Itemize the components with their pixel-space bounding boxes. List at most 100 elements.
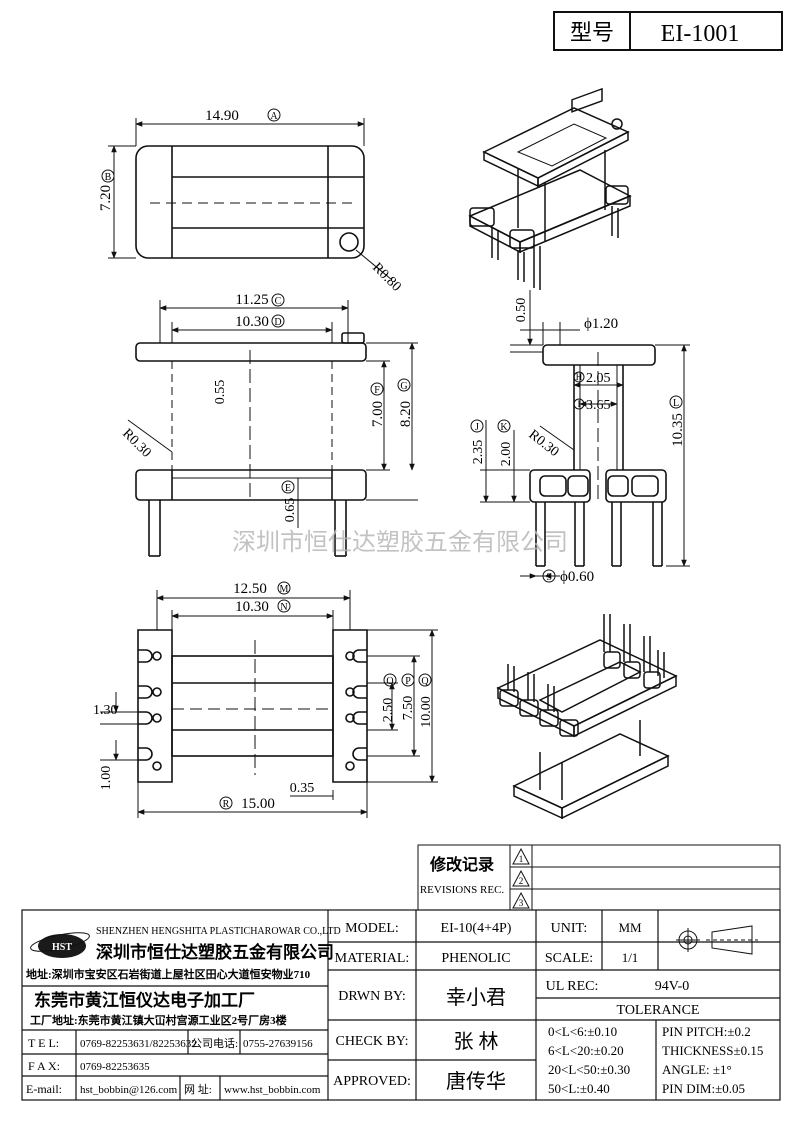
bottom-dq-ref: Q [418,673,432,687]
company-name-en: SHENZHEN HENGSHITA PLASTICHAROWAR CO.,LT… [96,926,341,937]
bottom-inner-ref: N [277,599,291,613]
side-pindia-dim: ϕ0.60 [560,569,594,585]
factory-address: 工厂地址:东莞市黄江镇大冚村宫源工业区2号厂房3楼 [30,1013,287,1027]
bottom-dp-ref: P [401,673,415,687]
bottom-pinoffset-dim: 1.00 [99,766,114,791]
phone-value: 0755-27639156 [243,1038,313,1050]
bottom-total-dim: 15.00 [241,796,275,812]
tel-value: 0769-82253631/82253632 [80,1038,197,1050]
email-value: hst_bobbin@126.com [80,1084,178,1096]
tolerance-row-4: 50<L:±0.40 [548,1081,610,1096]
revision-row-2: 2 [519,876,524,886]
tel-label: T E L: [28,1036,59,1050]
header-model-value: EI-1001 [661,21,740,47]
scale-label: SCALE: [545,951,593,966]
side-hb-dim: 2.00 [499,442,514,467]
front-htotal-dim: 8.20 [398,401,414,427]
material-value: PHENOLIC [441,951,510,966]
svg-text:E: E [285,483,291,494]
unit-label: UNIT: [551,921,588,936]
fax-value: 0769-82253635 [80,1061,150,1073]
top-width-ref: A [267,108,281,122]
front-flange-ref: E [281,480,295,494]
pin-tolerance-3: ANGLE: ±1° [662,1062,732,1077]
bottom-do-dim: 2.50 [381,698,396,723]
company-address: 地址:深圳市宝安区石岩街道上屋社区田心大道恒安物业710 [26,967,311,981]
tolerance-row-2: 6<L<20:±0.20 [548,1043,624,1058]
tolerance-row-3: 20<L<50:±0.30 [548,1062,630,1077]
front-view [127,300,418,557]
top-width-dim: 14.90 [205,108,239,124]
bottom-inner-dim: 10.30 [235,599,269,615]
side-hb-ref: K [497,419,511,433]
svg-text:S: S [546,572,552,583]
side-cored-dim: 3.65 [586,398,611,413]
ul-value: 94V-0 [655,979,690,994]
svg-text:B: B [105,172,112,183]
front-radius-dim: R0.30 [119,426,154,461]
front-flange-dim: 0.65 [283,498,298,523]
revisions-title-cn: 修改记录 [429,855,494,874]
bottom-dp-dim: 7.50 [401,696,416,721]
revision-row-3: 3 [519,898,524,908]
factory-name: 东莞市黄江恒仪达电子加工厂 [34,990,255,1010]
svg-text:K: K [500,422,508,433]
fax-label: F A X: [28,1059,60,1073]
bottom-outer-dim: 12.50 [233,581,267,597]
side-topflange-dim: 0.50 [514,298,529,323]
approved-label: APPROVED: [333,1074,411,1089]
front-inner-dim: 10.30 [235,314,269,330]
svg-text:R: R [223,799,230,810]
model-header: 型号 EI-1001 [553,11,783,51]
bottom-do-ref: O [383,673,397,687]
svg-text:M: M [280,584,289,595]
material-label: MATERIAL: [335,951,410,966]
projection-symbol-icon [676,925,758,955]
tolerance-title: TOLERANCE [617,1003,700,1018]
svg-text:G: G [400,381,407,392]
top-height-ref: B [101,169,115,183]
bottom-dq-dim: 10.00 [419,696,434,728]
front-inner-ref: D [271,314,285,328]
svg-text:HST: HST [52,942,72,953]
front-htotal-ref: G [397,378,411,392]
side-height-dim: 10.35 [670,413,686,447]
svg-text:L: L [673,398,679,409]
side-ha-ref: J [470,419,484,433]
svg-text:C: C [275,296,282,307]
model-label: MODEL: [345,921,399,936]
svg-text:F: F [374,385,380,396]
svg-text:A: A [270,111,278,122]
svg-text:D: D [274,317,281,328]
email-label: E-mail: [26,1082,62,1096]
front-outer-dim: 11.25 [235,292,268,308]
top-view [108,118,393,281]
pin-tolerance-1: PIN PITCH:±0.2 [662,1024,751,1039]
svg-text:P: P [405,676,411,687]
top-height-dim: 7.20 [98,185,114,211]
header-model-label: 型号 [570,20,614,45]
check-value: 张 林 [454,1030,499,1053]
svg-text:O: O [386,676,393,687]
title-block-grid [21,909,781,1101]
side-pindia-ref: S [542,569,556,583]
svg-text:I: I [578,399,581,409]
web-label: 网 址: [184,1082,212,1096]
bottom-total-ref: R [219,796,233,810]
top-radius-dim: R0.80 [369,260,404,295]
svg-text:Q: Q [421,676,429,687]
side-height-ref: L [669,395,683,409]
revisions-title-en: REVISIONS REC. [420,884,505,896]
pin-tolerance-2: THICKNESS±0.15 [662,1043,763,1058]
web-value: www.hst_bobbin.com [224,1084,321,1096]
svg-text:J: J [475,422,479,433]
svg-text:H: H [576,372,583,382]
front-outer-ref: C [271,293,285,307]
svg-text:N: N [280,602,287,613]
company-name-cn: 深圳市恒仕达塑胶五金有限公司 [96,942,334,962]
ul-label: UL REC: [546,979,599,994]
revision-row-1: 1 [519,854,524,864]
side-corew-ref: H [573,371,585,383]
side-ha-dim: 2.35 [471,440,486,465]
side-corew-dim: 2.05 [586,371,611,386]
